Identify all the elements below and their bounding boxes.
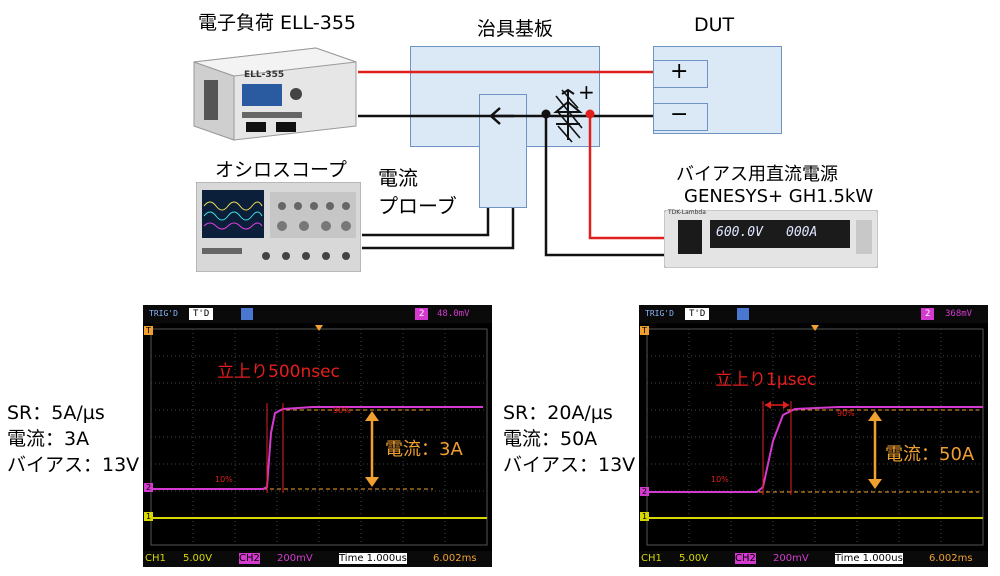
left-sr: SR：5A/µs [7,402,105,424]
scope-right-marker-2: 2 [640,487,650,496]
electronic-load-label: 電子負荷 ELL-355 [198,12,357,34]
scope-left-current-label: 電流：3A [385,439,463,460]
ch2-trace [151,406,483,490]
scope-right-ch2: CH2 [735,553,756,564]
scope-right-grid [646,325,984,546]
left-arrow-icon [489,107,514,125]
scope-left-trig-ch: 2 [415,308,429,320]
scope-left-offset: 6.002ms [433,553,477,564]
ch2-trace [647,406,983,493]
scope-left-10: 10% [215,475,233,484]
bias-power-supply-image: 600.0V 000A TDK-Lambda [663,209,879,269]
dut-plus-terminal: + [653,59,708,88]
scope-screenshot-right: TRIG'D T'D 2 368mV T 2 1 立上り1µsec 90% 10… [639,305,988,567]
scope-right-trig-ch: 2 [921,308,935,320]
scope-left-time: Time 1.000us [339,553,407,564]
jig-board-label: 治具基板 [477,18,554,40]
scope-left-grid [150,325,488,546]
right-current: 電流：50A [503,428,598,450]
scope-right-offset: 6.002ms [929,553,973,564]
polarity-plus: + [578,80,595,104]
right-bias: バイアス：13V [503,454,636,476]
bias-psu-label-2: GENESYS+ GH1.5kW [684,186,874,207]
psu-brand: TDK-Lambda [668,209,706,216]
scope-left-90: 90% [333,406,351,415]
scope-right-time: Time 1.000us [835,553,903,564]
probe-cable-2 [362,208,490,237]
left-bias: バイアス：13V [7,454,140,476]
scope-right-rise-title: 立上り1µsec [715,370,817,390]
scope-left-ch2: CH2 [239,553,260,564]
scope-right-mode: T'D [685,308,710,320]
right-sr: SR：20A/µs [503,402,613,424]
scope-left-record-icon [241,308,253,320]
scope-left-trig-value: 48.0mV [437,309,470,319]
dut-minus-sign: − [670,102,689,127]
current-probe-label-2: プローブ [378,194,457,218]
dut-minus-terminal: − [653,102,708,131]
dut-label: DUT [694,14,735,36]
scope-right-bottombar: CH1 5.00V CH2 200mV Time 1.000us 6.002ms [639,551,988,567]
oscilloscope-image [195,181,362,273]
load-device-text: ELL-355 [244,70,285,80]
scope-left-ch2-scale: 200mV [277,553,313,564]
scope-right-marker-t: T [640,326,649,335]
scope-left-bottombar: CH1 5.00V CH2 200mV Time 1.000us 6.002ms [143,551,492,567]
scope-right-ch1: CH1 [641,553,662,564]
scope-screenshot-left: TRIG'D T'D 2 48.0mV T 2 1 立上り500nsec 90%… [143,305,492,567]
dut-plus-sign: + [670,59,689,84]
scope-left-ch1-scale: 5.00V [183,553,213,564]
red-wire-psu [588,116,676,240]
psu-current-display: 000A [786,225,818,240]
scope-left-status: TRIG'D [149,309,178,318]
scope-left-ch1: CH1 [145,553,166,564]
scope-right-trig-value: 368mV [945,309,973,319]
scope-left-rise-title: 立上り500nsec [217,362,340,382]
wiring [358,70,676,257]
probe-cable [362,208,515,250]
scope-right-ch1-scale: 5.00V [679,553,709,564]
scope-left-marker-1: 1 [144,512,154,521]
scope-left-marker-2: 2 [144,483,154,492]
psu-voltage-display: 600.0V [716,225,763,240]
left-current: 電流：3A [7,428,90,450]
electronic-load-image: ELL-355 [186,40,358,142]
scope-right-ch2-scale: 200mV [773,553,809,564]
scope-right-10: 10% [711,475,729,484]
scope-right-90: 90% [837,409,855,418]
scope-left-marker-t: T [144,326,153,335]
bias-psu-label-1: バイアス用直流電源 [676,164,838,185]
scope-right-topbar: TRIG'D T'D 2 368mV [639,305,988,323]
scope-right-marker-1: 1 [640,512,650,521]
zener-diode-icon [553,88,583,143]
current-probe [479,94,527,208]
oscilloscope-label: オシロスコープ [215,159,347,181]
current-probe-label-1: 電流 [378,166,418,190]
scope-left-topbar: TRIG'D T'D 2 48.0mV [143,305,492,323]
scope-right-record-icon [737,308,749,320]
scope-right-status: TRIG'D [645,309,674,318]
scope-left-mode: T'D [189,308,214,320]
scope-right-current-label: 電流：50A [885,444,975,465]
black-wire-psu [544,116,676,257]
